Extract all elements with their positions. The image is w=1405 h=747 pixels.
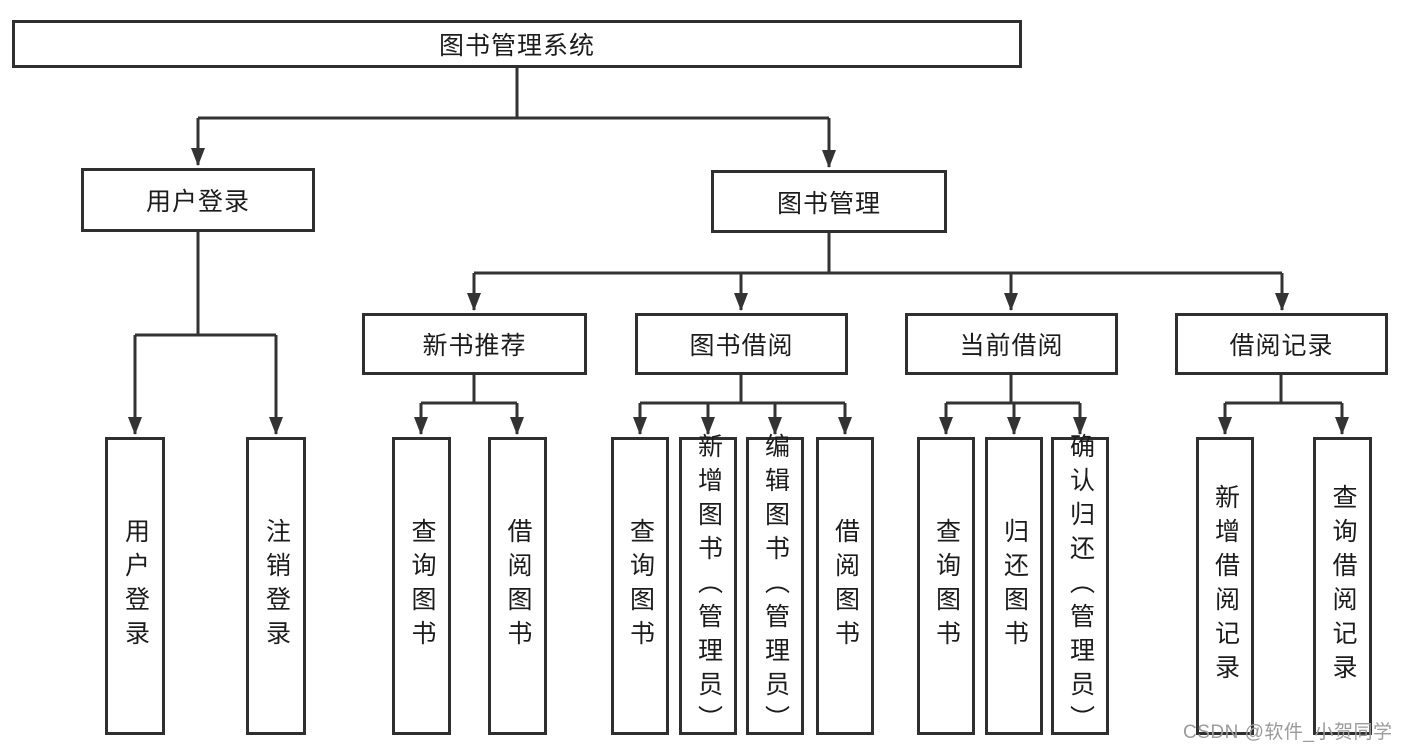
node-library-management-system: 图书管理系统 [12,20,1022,68]
node-label: 查询图书 [932,518,961,654]
node-label: 借阅图书 [504,518,532,654]
leaf-user-login: 用户登录 [105,437,165,735]
leaf-query-books-borrowing: 查询图书 [611,437,669,735]
leaf-logout: 注销登录 [246,437,306,735]
leaf-return-books: 归还图书 [985,437,1043,735]
node-label: 用户登录 [121,518,150,654]
node-label: 查询借阅记录 [1329,484,1357,688]
leaf-confirm-return-admin: 确认归还（管理员） [1051,433,1109,739]
node-label: 查询图书 [626,518,655,654]
node-label: 编辑图书（管理员） [761,433,790,739]
node-book-management: 图书管理 [711,170,947,233]
leaf-query-books-current: 查询图书 [917,437,975,735]
node-label: 借阅图书 [831,518,860,654]
node-label: 图书管理系统 [438,32,595,60]
node-label: 确认归还（管理员） [1066,433,1095,739]
node-label: 新书推荐 [422,332,527,360]
csdn-watermark: CSDN @软件_小贺同学 [1183,722,1393,743]
node-borrowing-records: 借阅记录 [1175,313,1388,375]
node-label: 图书借阅 [689,332,794,360]
node-label: 当前借阅 [959,332,1064,360]
node-label: 注销登录 [262,518,291,654]
node-book-borrowing: 图书借阅 [635,313,848,375]
node-label: 新增借阅记录 [1211,484,1240,688]
node-label: 归还图书 [1000,518,1029,654]
node-current-borrowing: 当前借阅 [905,313,1118,375]
leaf-edit-book-admin: 编辑图书（管理员） [746,433,804,739]
node-label: 图书管理 [776,189,881,218]
leaf-add-book-admin: 新增图书（管理员） [679,433,737,739]
node-label: 借阅记录 [1229,332,1334,360]
node-label: 查询图书 [408,518,436,654]
leaf-borrow-books-recommend: 借阅图书 [488,437,547,735]
node-new-book-recommendation: 新书推荐 [362,313,587,375]
leaf-query-borrow-record: 查询借阅记录 [1313,437,1372,735]
leaf-query-books-recommend: 查询图书 [392,437,451,735]
node-label: 新增图书（管理员） [694,433,723,739]
leaf-borrow-books: 借阅图书 [816,437,874,735]
node-label: 用户登录 [145,188,250,216]
leaf-add-borrow-record: 新增借阅记录 [1196,437,1254,735]
node-user-login: 用户登录 [81,168,315,232]
